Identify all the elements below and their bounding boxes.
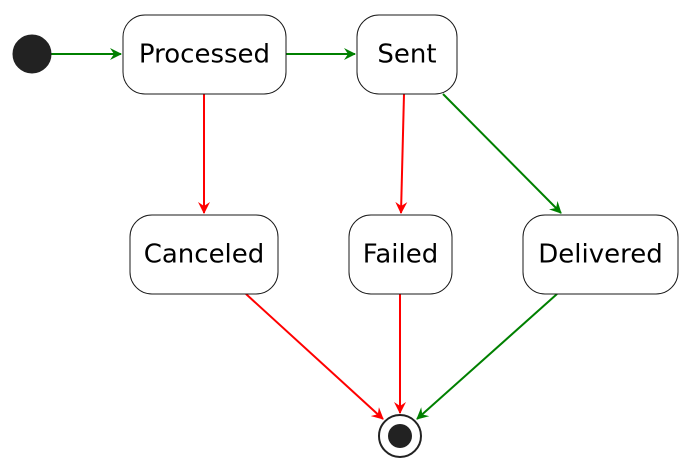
state-sent-box: [356, 14, 458, 95]
state-sent: Sent: [356, 14, 458, 95]
state-delivered: Delivered: [522, 214, 679, 295]
edge-sent-to-failed: [395, 93, 408, 214]
state-delivered-label: Delivered: [538, 240, 662, 270]
state-failed-box: [348, 214, 453, 295]
state-delivered-box: [522, 214, 679, 295]
end-node-core: [388, 424, 412, 448]
state-canceled-label: Canceled: [144, 240, 265, 270]
state-processed: Processed: [122, 14, 287, 95]
state-canceled: Canceled: [129, 214, 279, 295]
end-node: [378, 414, 422, 458]
transitions: [51, 48, 562, 420]
edge-canceled-to-end: [245, 293, 384, 420]
state-canceled-box: [129, 214, 279, 295]
state-sent-label: Sent: [377, 40, 436, 70]
edge-delivered-to-end: [416, 293, 558, 420]
state-failed-label: Failed: [363, 240, 438, 270]
state-processed-label: Processed: [139, 40, 270, 70]
start-node: [12, 34, 52, 74]
edge-sent-to-delivered: [442, 93, 562, 214]
state-failed: Failed: [348, 214, 453, 295]
state-processed-box: [122, 14, 287, 95]
